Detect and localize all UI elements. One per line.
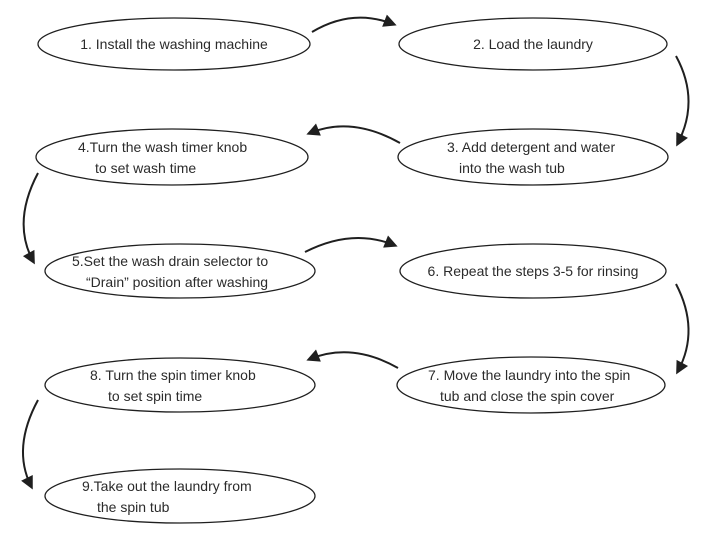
- step-5-ellipse: [44, 243, 316, 299]
- step-4-ellipse: [35, 128, 309, 186]
- step-node-5-set-drain-selector: 5.Set the wash drain selector to “Drain”…: [44, 243, 316, 299]
- arrow-step2-to-step3: [675, 55, 690, 147]
- step-3-label-line2: into the wash tub: [459, 160, 565, 176]
- step-node-8-turn-spin-timer: 8. Turn the spin timer knob to set spin …: [44, 357, 316, 413]
- arrow-step7-to-step8: [306, 349, 399, 369]
- step-1-label: 1. Install the washing machine: [80, 36, 268, 52]
- step-9-ellipse: [44, 468, 316, 524]
- step-8-label-line2: to set spin time: [108, 388, 202, 404]
- step-1-ellipse: [37, 17, 311, 71]
- arrow-step4-to-step5: [22, 172, 39, 265]
- step-6-ellipse: [399, 243, 667, 299]
- step-9-label-line1: 9.Take out the laundry from: [82, 478, 252, 494]
- step-4-label-line2: to set wash time: [95, 160, 196, 176]
- step-5-label-line1: 5.Set the wash drain selector to: [72, 253, 268, 269]
- step-9-label-line2: the spin tub: [97, 499, 170, 515]
- step-node-6-repeat-for-rinsing: 6. Repeat the steps 3-5 for rinsing: [399, 243, 667, 299]
- step-5-label-line2: “Drain” position after washing: [86, 274, 268, 290]
- step-node-9-take-out-laundry: 9.Take out the laundry from the spin tub: [44, 468, 316, 524]
- step-2-label: 2. Load the laundry: [473, 36, 593, 52]
- step-3-label-line1: 3. Add detergent and water: [447, 139, 615, 155]
- arrow-step3-to-step4: [306, 123, 401, 144]
- step-node-4-turn-wash-timer: 4.Turn the wash timer knob to set wash t…: [35, 128, 309, 186]
- step-node-3-add-detergent-water: 3. Add detergent and water into the wash…: [397, 128, 669, 186]
- step-8-ellipse: [44, 357, 316, 413]
- arrow-step6-to-step7: [675, 283, 690, 375]
- step-node-1-install-washing-machine: 1. Install the washing machine: [37, 17, 311, 71]
- arrow-step1-to-step2: [311, 14, 397, 33]
- arrow-step5-to-step6: [304, 235, 398, 253]
- step-3-ellipse: [397, 128, 669, 186]
- arrow-step8-to-step9: [21, 399, 39, 490]
- step-node-2-load-laundry: 2. Load the laundry: [398, 17, 668, 71]
- step-2-ellipse: [398, 17, 668, 71]
- step-6-label: 6. Repeat the steps 3-5 for rinsing: [428, 263, 639, 279]
- step-8-label-line1: 8. Turn the spin timer knob: [90, 367, 256, 383]
- step-4-label-line1: 4.Turn the wash timer knob: [78, 139, 247, 155]
- step-7-ellipse: [396, 356, 666, 414]
- step-7-label-line1: 7. Move the laundry into the spin: [428, 367, 630, 383]
- step-7-label-line2: tub and close the spin cover: [440, 388, 615, 404]
- step-node-7-move-laundry-spin-tub: 7. Move the laundry into the spin tub an…: [396, 356, 666, 414]
